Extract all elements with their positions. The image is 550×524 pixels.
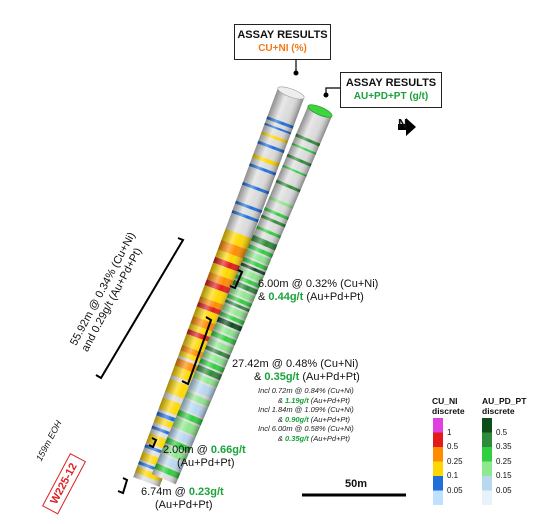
bracket-intercept-b — [181, 316, 213, 386]
legend-au-label-3: 0.15 — [496, 471, 512, 480]
north-arrow-icon — [398, 118, 416, 136]
intercept-b-suffix: (Au+Pd+Pt) — [299, 371, 360, 383]
north-label: N — [398, 116, 408, 131]
include-3-grade: 0.35g/t — [284, 433, 309, 443]
include-3-amp: & — [277, 433, 285, 443]
include-2-cu: Incl 1.84m @ 1.09% (Cu+Ni) — [258, 405, 354, 415]
legend-cu-ni — [433, 418, 443, 505]
legend-au-swatch-4 — [482, 476, 492, 491]
legend-cu-title1: CU_NI — [432, 396, 458, 406]
intercept-a-grade: 0.44g/t — [268, 291, 304, 303]
legend-cu-swatch-4 — [433, 476, 443, 491]
au-header-title: ASSAY RESULTS — [345, 77, 437, 89]
legend-au-swatch-3 — [482, 461, 492, 476]
legend-cu-label-2: 0.25 — [447, 456, 463, 466]
cu-header-title: ASSAY RESULTS — [237, 29, 328, 41]
intercept-b-line1: 27.42m @ 0.48% (Cu+Ni) — [232, 358, 359, 370]
legend-cu-title2: discrete — [432, 406, 465, 416]
include-3-cu: Incl 6.00m @ 0.58% (Cu+Ni) — [258, 424, 354, 434]
intercept-a-text: 6.00m @ 0.32% (Cu+Ni) & 0.44g/t (Au+Pd+P… — [258, 278, 378, 304]
intercept-a-suffix: (Au+Pd+Pt) — [303, 291, 364, 303]
bracket-long-intercept — [95, 237, 185, 380]
intercept-d-line2: (Au+Pd+Pt) — [155, 499, 213, 511]
cu-ni-drill-trace — [133, 86, 305, 487]
legend-au-title1: AU_PD_PT — [482, 396, 527, 406]
legend-cu-label-0: 1 — [447, 427, 452, 437]
legend-cu-swatch-2 — [433, 447, 443, 462]
include-1-grade: 1.19g/t — [284, 395, 309, 405]
intercept-d-prefix: 6.74m @ — [141, 486, 189, 498]
intercept-a-amp: & — [258, 291, 269, 303]
legend-au-label-1: 0.35 — [496, 442, 512, 451]
scale-label: 50m — [345, 478, 368, 490]
bracket-intercept-a — [229, 269, 244, 290]
include-1-amp: & — [277, 395, 285, 405]
intercept-b-grade: 0.35g/t — [264, 371, 300, 383]
legend-au-label-4: 0.05 — [496, 485, 512, 495]
legend-cu-label-1: 0.5 — [447, 442, 459, 451]
include-2-suffix: (Au+Pd+Pt) — [308, 414, 350, 424]
legend-au-label-2: 0.25 — [496, 456, 512, 466]
legend-cu-swatch-0 — [433, 418, 443, 433]
legend-au-label-0: 0.5 — [496, 427, 508, 437]
intercept-b-amp: & — [254, 371, 265, 383]
legend-au-pd-pt — [482, 418, 492, 505]
legend-au-title: AU_PD_PT discrete — [482, 396, 526, 416]
bracket-intercept-d — [117, 477, 129, 495]
bracket-intercept-c — [148, 437, 158, 449]
intercept-d-text: 6.74m @ 0.23g/t (Au+Pd+Pt) — [141, 486, 224, 512]
intercept-d-grade: 0.23g/t — [188, 486, 224, 498]
legend-au-title2: discrete — [482, 406, 515, 416]
legend-cu-swatch-3 — [433, 461, 443, 476]
include-2-grade: 0.90g/t — [284, 414, 309, 424]
legend-cu-swatch-5 — [433, 490, 443, 505]
legend-au-swatch-2 — [482, 447, 492, 462]
legend-cu-swatch-1 — [433, 432, 443, 447]
intercept-c-prefix: 2.00m @ — [163, 444, 211, 456]
intercept-c-grade: 0.66g/t — [210, 444, 246, 456]
intercept-c-line2: (Au+Pd+Pt) — [177, 457, 235, 469]
au-pd-pt-drill-trace — [151, 104, 333, 485]
au-header-connector — [325, 87, 340, 94]
include-1-suffix: (Au+Pd+Pt) — [308, 395, 350, 405]
legend-cu-title: CU_NI discrete — [432, 396, 465, 416]
legend-cu-label-4: 0.05 — [447, 485, 463, 495]
legend-au-swatch-5 — [482, 490, 492, 505]
cu-ni-header-box: ASSAY RESULTS CU+NI (%) — [234, 24, 331, 60]
legend-cu-label-3: 0.1 — [447, 471, 459, 480]
au-header-subtitle: AU+PD+PT (g/t) — [353, 91, 429, 102]
include-list: Incl 0.72m @ 0.84% (Cu+Ni) & 1.19g/t (Au… — [258, 386, 354, 444]
cu-header-subtitle: CU+NI (%) — [258, 43, 307, 54]
include-3-suffix: (Au+Pd+Pt) — [308, 433, 350, 443]
intercept-b-text: 27.42m @ 0.48% (Cu+Ni) & 0.35g/t (Au+Pd+… — [232, 358, 360, 384]
legend-au-swatch-1 — [482, 432, 492, 447]
include-2-amp: & — [277, 414, 285, 424]
intercept-a-line1: 6.00m @ 0.32% (Cu+Ni) — [258, 278, 379, 290]
include-1-cu: Incl 0.72m @ 0.84% (Cu+Ni) — [258, 386, 354, 395]
au-pd-pt-header-box: ASSAY RESULTS AU+PD+PT (g/t) — [340, 72, 442, 108]
intercept-c-text: 2.00m @ 0.66g/t (Au+Pd+Pt) — [163, 444, 246, 470]
legend-au-swatch-0 — [482, 418, 492, 433]
